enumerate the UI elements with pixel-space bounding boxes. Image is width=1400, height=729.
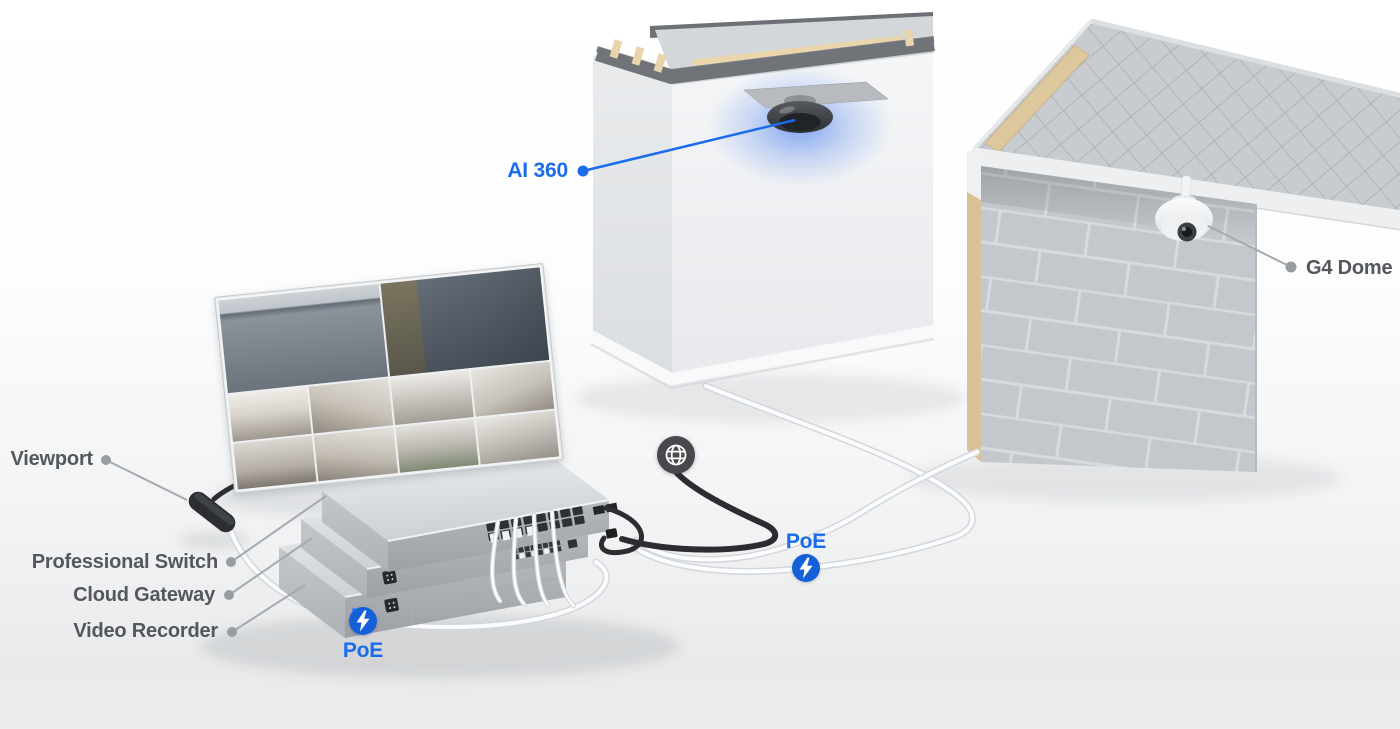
professional-switch-label: Professional Switch: [31, 551, 218, 573]
viewport-label: Viewport: [10, 448, 94, 470]
cloud-gateway-label: Cloud Gateway: [73, 584, 215, 606]
baseboard: [588, 325, 936, 385]
camera-feed-street-intersection: [380, 267, 550, 377]
viewport-monitor: [214, 262, 564, 494]
camera-lens: [779, 113, 821, 131]
poe-badge-right: [792, 554, 820, 582]
roof-ridge: [1090, 18, 1400, 98]
roof-rake-edge: [972, 19, 1093, 151]
viewport-device: [188, 491, 236, 533]
camera-feed-office-desks-1: [389, 370, 474, 425]
brick-wall: [981, 166, 1256, 472]
wall-left-face: [593, 55, 672, 378]
g4-dome-camera: [1155, 175, 1213, 242]
gateway-display: [382, 569, 397, 585]
camera-feed-lobby-seating: [308, 378, 393, 433]
black-cables: [598, 469, 779, 556]
corner-board: [967, 150, 981, 200]
globe-icon: [665, 444, 687, 466]
lightning-bolt-icon: [799, 557, 813, 579]
camera-feed-office-workstations: [475, 410, 560, 465]
g4-dome-label: G4 Dome: [1306, 257, 1393, 279]
sfp-loop-cable: [598, 505, 644, 556]
callout-leader-lines: [101, 118, 1297, 637]
camera-feed-lobby-hall: [233, 435, 317, 490]
camera-feed-lobby-entrance: [228, 386, 312, 442]
internet-badge: [657, 436, 695, 474]
baseboard-shadow: [590, 337, 935, 390]
camera-feed-office-desks-2: [470, 361, 555, 417]
camera-glint: [779, 106, 795, 114]
sheathing-edge: [967, 192, 981, 462]
rafter: [984, 44, 1090, 153]
wall-studs: [609, 29, 915, 73]
ai360-camera: [767, 95, 833, 133]
floor-shadows: [178, 374, 1340, 678]
uplink-plug: [605, 528, 618, 539]
video-recorder-label: Video Recorder: [73, 620, 218, 642]
ceiling-panel: [743, 81, 889, 109]
monitor-screen: [218, 267, 560, 490]
poe-label-right: PoE: [785, 530, 827, 553]
camera-feed-meeting-room: [313, 426, 398, 482]
camera-feed-parking-lot: [218, 284, 388, 394]
camera-lens-glint: [1182, 227, 1186, 231]
camera-feed-office-plants: [394, 418, 479, 473]
ai360-building: [588, 12, 936, 390]
internet-uplink-cable: [619, 469, 779, 553]
lightning-bolt-icon: [356, 610, 370, 632]
rack-stack: [279, 450, 618, 638]
g4-dome-building: [967, 18, 1400, 472]
recorder-display: [384, 597, 399, 613]
ai360-label: AI 360: [507, 159, 568, 182]
poe-badge-left: [349, 607, 377, 635]
insulation-band: [594, 37, 935, 84]
poe-label-left: PoE: [342, 639, 384, 662]
